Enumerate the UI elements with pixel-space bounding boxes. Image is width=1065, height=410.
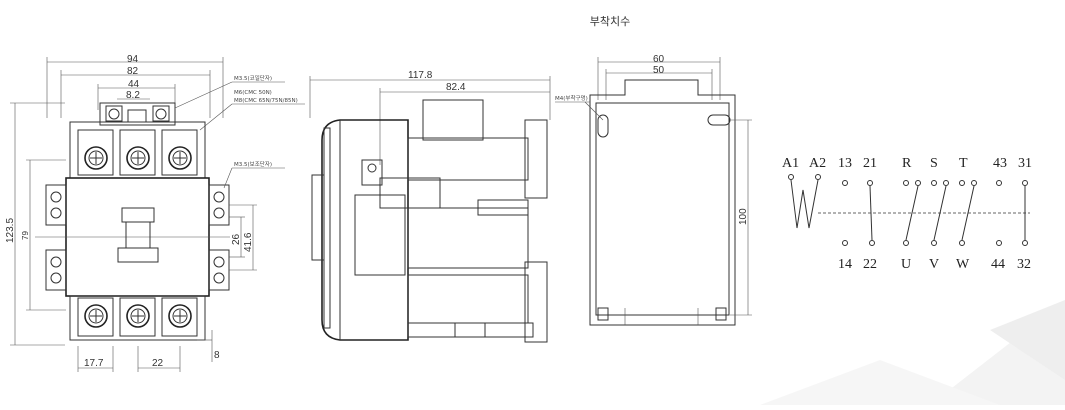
dim-79: 79	[21, 231, 30, 240]
wiring-bottom-labels: 14 22 U V W 44 32	[838, 257, 1031, 272]
label-32: 32	[1017, 257, 1031, 272]
dim-100: 100	[738, 208, 749, 225]
label-a2: A2	[809, 156, 826, 171]
label-r: R	[902, 156, 912, 171]
dim-44: 44	[128, 79, 140, 90]
side-view: 117.8 82.4	[309, 70, 551, 343]
dim-26: 26	[231, 233, 242, 245]
label-43: 43	[993, 156, 1007, 171]
front-view: 94 82 44 8.2	[5, 54, 305, 372]
dim-123-5: 123.5	[5, 218, 16, 243]
wiring-top-labels: A1 A2 13 21 R S T 43 31	[782, 156, 1032, 171]
dim-8: 8	[214, 350, 220, 361]
dim-117-8: 117.8	[408, 70, 433, 81]
wiring-diagram: A1 A2 13 21 R S T 43 31	[782, 156, 1032, 272]
upper-screws	[84, 146, 192, 170]
dim-8-2: 8.2	[126, 90, 140, 101]
label-44: 44	[991, 257, 1005, 272]
label-13: 13	[838, 156, 852, 171]
dim-17-7: 17.7	[84, 358, 104, 369]
dim-50: 50	[653, 65, 665, 76]
label-t: T	[959, 156, 968, 171]
label-31: 31	[1018, 156, 1032, 171]
front-top-dimensions: 94 82 44 8.2	[46, 54, 224, 118]
page-title: 부착치수	[589, 15, 631, 28]
dim-94: 94	[127, 54, 139, 65]
background-watermark	[760, 300, 1065, 405]
lower-screws	[84, 304, 192, 328]
dim-82: 82	[127, 66, 139, 77]
mounting-view: 60 50 100 M4(부착구멍)	[555, 54, 752, 326]
label-u: U	[901, 257, 911, 272]
label-s: S	[930, 156, 938, 171]
note-main-terminal-1: M6(CMC 50N)	[234, 90, 272, 96]
note-mount-hole: M4(부착구멍)	[555, 94, 588, 102]
label-a1: A1	[782, 156, 799, 171]
note-main-terminal-2: M8(CMC 65N/75N/85N)	[234, 98, 298, 104]
label-21: 21	[863, 156, 877, 171]
label-w: W	[956, 257, 970, 272]
label-22: 22	[863, 257, 877, 272]
dim-22: 22	[152, 358, 164, 369]
note-aux-terminal: M3.5(보조단자)	[234, 160, 272, 168]
label-v: V	[929, 257, 939, 272]
dim-41-6: 41.6	[243, 232, 254, 252]
note-coil-terminal: M3.5(코일단자)	[234, 74, 272, 82]
dim-82-4: 82.4	[446, 82, 466, 93]
dim-60: 60	[653, 54, 665, 65]
label-14: 14	[838, 257, 852, 272]
